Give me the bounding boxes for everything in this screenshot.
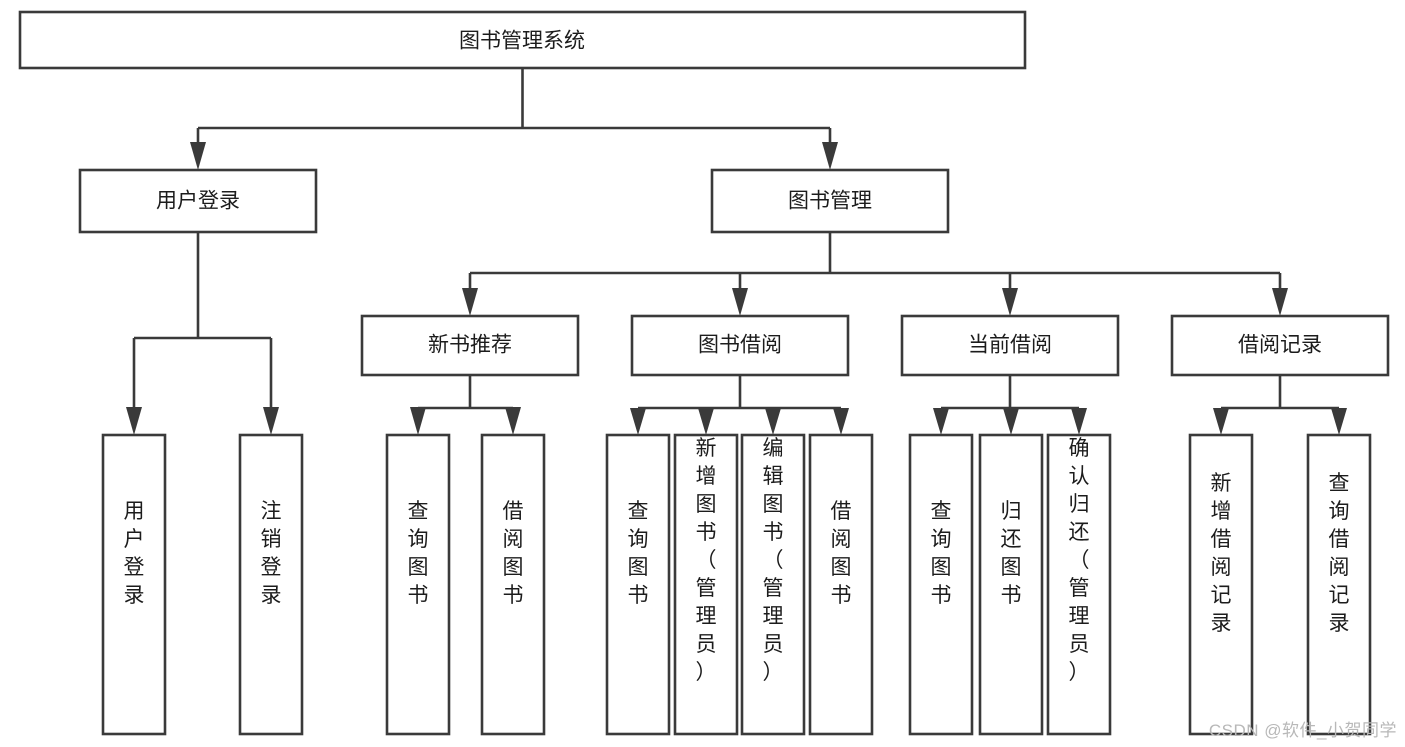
node-book-management-box[interactable] bbox=[710, 168, 950, 234]
arrow-head-icon bbox=[126, 407, 142, 435]
node-new-book-recommend[interactable]: 新书推荐 bbox=[360, 314, 580, 377]
leaf-node[interactable]: 确认归还（管理员） bbox=[1046, 433, 1112, 736]
leaf-box-query-book-current[interactable] bbox=[908, 433, 974, 736]
node-borrow-record-label: 借阅记录 bbox=[1238, 334, 1322, 357]
leaf-box-query-book-new[interactable] bbox=[385, 433, 451, 736]
leaf-label-add-borrow-record: 新增借阅记录 bbox=[1211, 472, 1232, 635]
leaf-box-borrow-book[interactable] bbox=[808, 433, 874, 736]
leaf-node[interactable]: 查询借阅记录 bbox=[1306, 433, 1372, 736]
arrow-head-icon bbox=[833, 408, 849, 435]
leaf-box-add-borrow-record[interactable] bbox=[1188, 433, 1254, 736]
node-root-label: 图书管理系统 bbox=[459, 30, 585, 53]
arrow-head-icon bbox=[765, 408, 781, 435]
leaf-label-borrow-book: 借阅图书 bbox=[831, 500, 852, 607]
node-user-login-label: 用户登录 bbox=[156, 190, 240, 213]
leaf-node[interactable]: 归还图书 bbox=[978, 433, 1044, 736]
arrow-head-icon bbox=[933, 408, 949, 435]
connector-group-borrow-leaves bbox=[630, 375, 849, 435]
connector-group-current-leaves bbox=[933, 375, 1087, 435]
connector-group-record-leaves bbox=[1213, 375, 1347, 435]
leaf-box-borrow-book-new[interactable] bbox=[480, 433, 546, 736]
leaf-node[interactable]: 编辑图书（管理员） bbox=[740, 433, 806, 736]
connector-group-login-leaves bbox=[126, 232, 279, 435]
leaf-box-return-book[interactable] bbox=[978, 433, 1044, 736]
node-book-borrow-box[interactable] bbox=[630, 314, 850, 377]
leaf-node[interactable]: 新增图书（管理员） bbox=[673, 433, 739, 736]
arrow-head-icon bbox=[822, 142, 838, 170]
node-book-borrow[interactable]: 图书借阅 bbox=[630, 314, 850, 377]
node-user-login-box[interactable] bbox=[78, 168, 318, 234]
leaf-label-add-book: 新增图书（管理员） bbox=[696, 437, 717, 684]
leaf-node[interactable]: 查询图书 bbox=[385, 433, 451, 736]
arrow-head-icon bbox=[1272, 288, 1288, 316]
leaf-label-borrow-book-new: 借阅图书 bbox=[503, 500, 524, 607]
leaf-label-query-book-new: 查询图书 bbox=[408, 500, 429, 607]
arrow-head-icon bbox=[410, 407, 426, 435]
leaf-label-user-login: 用户登录 bbox=[124, 500, 145, 607]
leaf-box-user-login[interactable] bbox=[101, 433, 167, 736]
leaf-label-edit-book: 编辑图书（管理员） bbox=[763, 437, 784, 684]
leaf-label-query-book-borrow: 查询图书 bbox=[628, 500, 649, 607]
leaf-box-confirm-return[interactable] bbox=[1046, 433, 1112, 736]
arrow-head-icon bbox=[505, 407, 521, 435]
leaf-node[interactable]: 新增借阅记录 bbox=[1188, 433, 1254, 736]
node-book-borrow-label: 图书借阅 bbox=[698, 334, 782, 357]
arrow-head-icon bbox=[462, 288, 478, 316]
node-root-box[interactable] bbox=[18, 10, 1027, 70]
connector-group-newbook-leaves bbox=[410, 375, 521, 435]
arrow-head-icon bbox=[1213, 408, 1229, 435]
leaf-node[interactable]: 用户登录 bbox=[101, 433, 167, 736]
arrow-head-icon bbox=[1002, 288, 1018, 316]
leaf-box-logout[interactable] bbox=[238, 433, 304, 736]
node-new-book-recommend-label: 新书推荐 bbox=[428, 334, 512, 357]
node-borrow-record[interactable]: 借阅记录 bbox=[1170, 314, 1390, 377]
node-borrow-record-box[interactable] bbox=[1170, 314, 1390, 377]
node-new-book-recommend-box[interactable] bbox=[360, 314, 580, 377]
leaf-node[interactable]: 查询图书 bbox=[908, 433, 974, 736]
arrow-head-icon bbox=[732, 288, 748, 316]
node-current-borrow[interactable]: 当前借阅 bbox=[900, 314, 1120, 377]
leaf-label-logout: 注销登录 bbox=[261, 500, 282, 607]
leaf-box-add-book[interactable] bbox=[673, 433, 739, 736]
leaf-node[interactable]: 借阅图书 bbox=[808, 433, 874, 736]
node-current-borrow-label: 当前借阅 bbox=[968, 334, 1052, 357]
node-book-management-label: 图书管理 bbox=[788, 190, 872, 213]
leaf-node[interactable]: 注销登录 bbox=[238, 433, 304, 736]
node-current-borrow-box[interactable] bbox=[900, 314, 1120, 377]
leaf-node[interactable]: 借阅图书 bbox=[480, 433, 546, 736]
leaf-label-query-book-current: 查询图书 bbox=[931, 500, 952, 607]
arrow-head-icon bbox=[630, 408, 646, 435]
arrow-head-icon bbox=[698, 408, 714, 435]
leaf-label-query-borrow-record: 查询借阅记录 bbox=[1329, 472, 1350, 635]
leaf-box-query-borrow-record[interactable] bbox=[1306, 433, 1372, 736]
leaf-box-edit-book[interactable] bbox=[740, 433, 806, 736]
arrow-head-icon bbox=[1071, 408, 1087, 435]
leaf-label-confirm-return: 确认归还（管理员） bbox=[1069, 437, 1090, 684]
leaf-box-query-book-borrow[interactable] bbox=[605, 433, 671, 736]
leaf-node[interactable]: 查询图书 bbox=[605, 433, 671, 736]
connector-group-books-mgmt bbox=[462, 232, 1288, 316]
arrow-head-icon bbox=[1003, 408, 1019, 435]
connector-group-root bbox=[190, 68, 838, 170]
node-book-management[interactable]: 图书管理 bbox=[710, 168, 950, 234]
node-user-login[interactable]: 用户登录 bbox=[78, 168, 318, 234]
leaf-label-return-book: 归还图书 bbox=[1001, 500, 1022, 607]
arrow-head-icon bbox=[263, 407, 279, 435]
arrow-head-icon bbox=[1331, 408, 1347, 435]
arrow-head-icon bbox=[190, 142, 206, 170]
node-root[interactable]: 图书管理系统 bbox=[18, 10, 1027, 70]
